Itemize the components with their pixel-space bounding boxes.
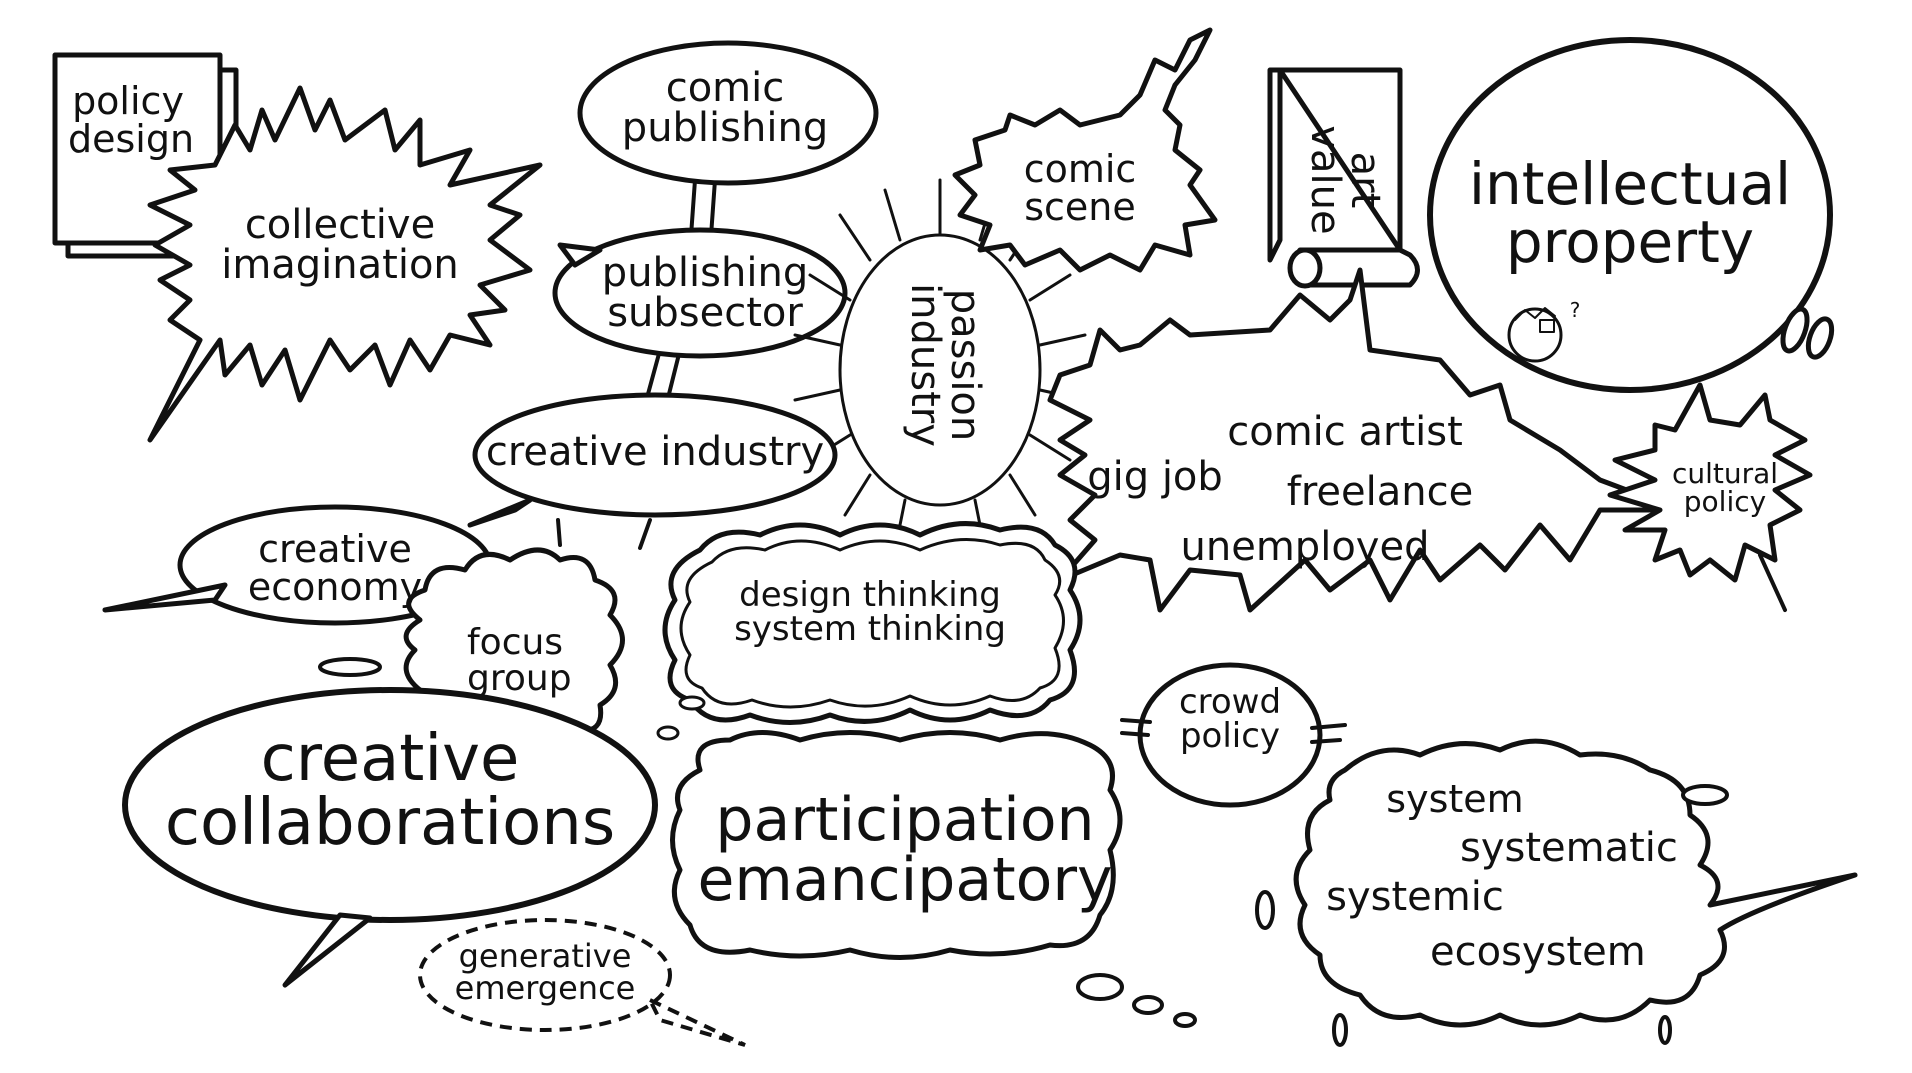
generative-emergence-bubble xyxy=(418,918,746,1047)
question-mark: ? xyxy=(1569,298,1581,322)
generative-emergence-label: generative emergence xyxy=(454,937,636,1007)
comic-publishing-label: comic publishing xyxy=(621,65,829,151)
systematic-label: systematic xyxy=(1460,825,1678,871)
comic-publishing-bubble xyxy=(577,40,879,186)
creative-economy-label: creative economy xyxy=(247,527,423,609)
passion-industry-label: passion industry xyxy=(902,283,988,447)
cultural-policy-label: cultural policy xyxy=(1671,457,1779,518)
art-value-label: art value xyxy=(1302,125,1388,235)
freelance-label: freelance xyxy=(1286,469,1474,515)
policy-design-paper xyxy=(52,52,239,259)
thinking-face-sketch xyxy=(1507,307,1563,363)
crowd-policy-bubble xyxy=(1120,662,1347,808)
crowd-policy-label: crowd policy xyxy=(1178,682,1282,756)
systemic-label: systemic xyxy=(1326,874,1504,920)
comic-artist-label: comic artist xyxy=(1227,409,1463,455)
policy-design-label: policy design xyxy=(68,79,195,161)
intellectual-property-bubble xyxy=(1427,37,1833,393)
collective-imagination-burst xyxy=(147,85,543,443)
participation-bubble xyxy=(670,730,1197,1028)
gig-job-label: gig job xyxy=(1087,454,1223,500)
art-value-scroll xyxy=(1267,67,1420,289)
unemployed-label: unemployed xyxy=(1180,524,1430,570)
focus-group-label: focus group xyxy=(467,622,572,699)
cultural-policy-burst xyxy=(1607,382,1813,612)
thought-dots-ip xyxy=(1780,306,1835,360)
participation-label: participation emancipatory xyxy=(697,785,1113,915)
publishing-subsector-bubble xyxy=(552,227,848,359)
comic-scene-label: comic scene xyxy=(1023,147,1137,229)
creative-industry-label: creative industry xyxy=(485,429,825,475)
comic-scene-bubble xyxy=(952,27,1218,273)
system-bubble xyxy=(1255,738,1858,1047)
system-label: system xyxy=(1386,777,1524,821)
publishing-subsector-label: publishing subsector xyxy=(601,250,809,336)
creative-industry-bubble xyxy=(467,392,838,550)
creative-collaborations-bubble xyxy=(122,687,658,988)
intellectual-property-label: intellectual property xyxy=(1468,150,1792,276)
passion-industry-burst xyxy=(793,178,1087,552)
collective-imagination-label: collective imagination xyxy=(221,202,459,288)
ecosystem-label: ecosystem xyxy=(1430,929,1646,975)
design-thinking-label: design thinking system thinking xyxy=(734,575,1006,649)
creative-collaborations-label: creative collaborations xyxy=(164,722,616,860)
design-thinking-bubble xyxy=(656,521,1083,741)
